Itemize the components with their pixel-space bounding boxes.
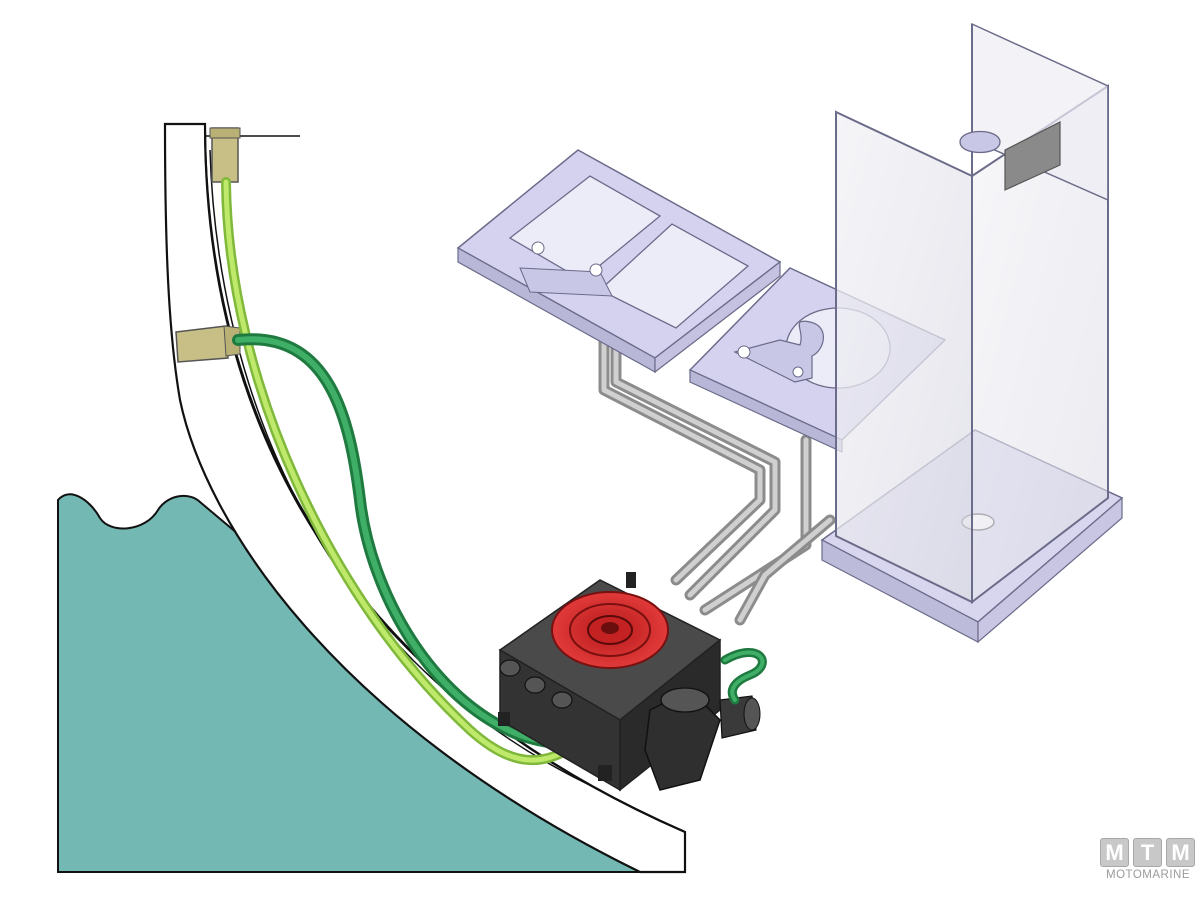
sink-basin-right <box>598 223 750 329</box>
double-sink <box>456 149 782 374</box>
upper-thru-hull-fitting <box>209 127 241 183</box>
basin-faucet <box>733 320 824 383</box>
shower-cabin <box>820 22 1124 644</box>
sink-basin-left <box>508 175 662 281</box>
lower-thru-hull-fitting <box>175 325 241 363</box>
logo-letter-m2: M <box>1166 838 1195 867</box>
strainer-filter <box>644 687 761 791</box>
motomarine-logo: M T M MOTOMARINE <box>1100 838 1196 884</box>
drain-pipes <box>598 324 836 626</box>
logo-wordmark: MOTOMARINE <box>1105 869 1190 881</box>
logo-letter-m1: M <box>1100 838 1129 867</box>
shower-head <box>959 130 1001 154</box>
logo-letter-t: T <box>1133 838 1162 867</box>
